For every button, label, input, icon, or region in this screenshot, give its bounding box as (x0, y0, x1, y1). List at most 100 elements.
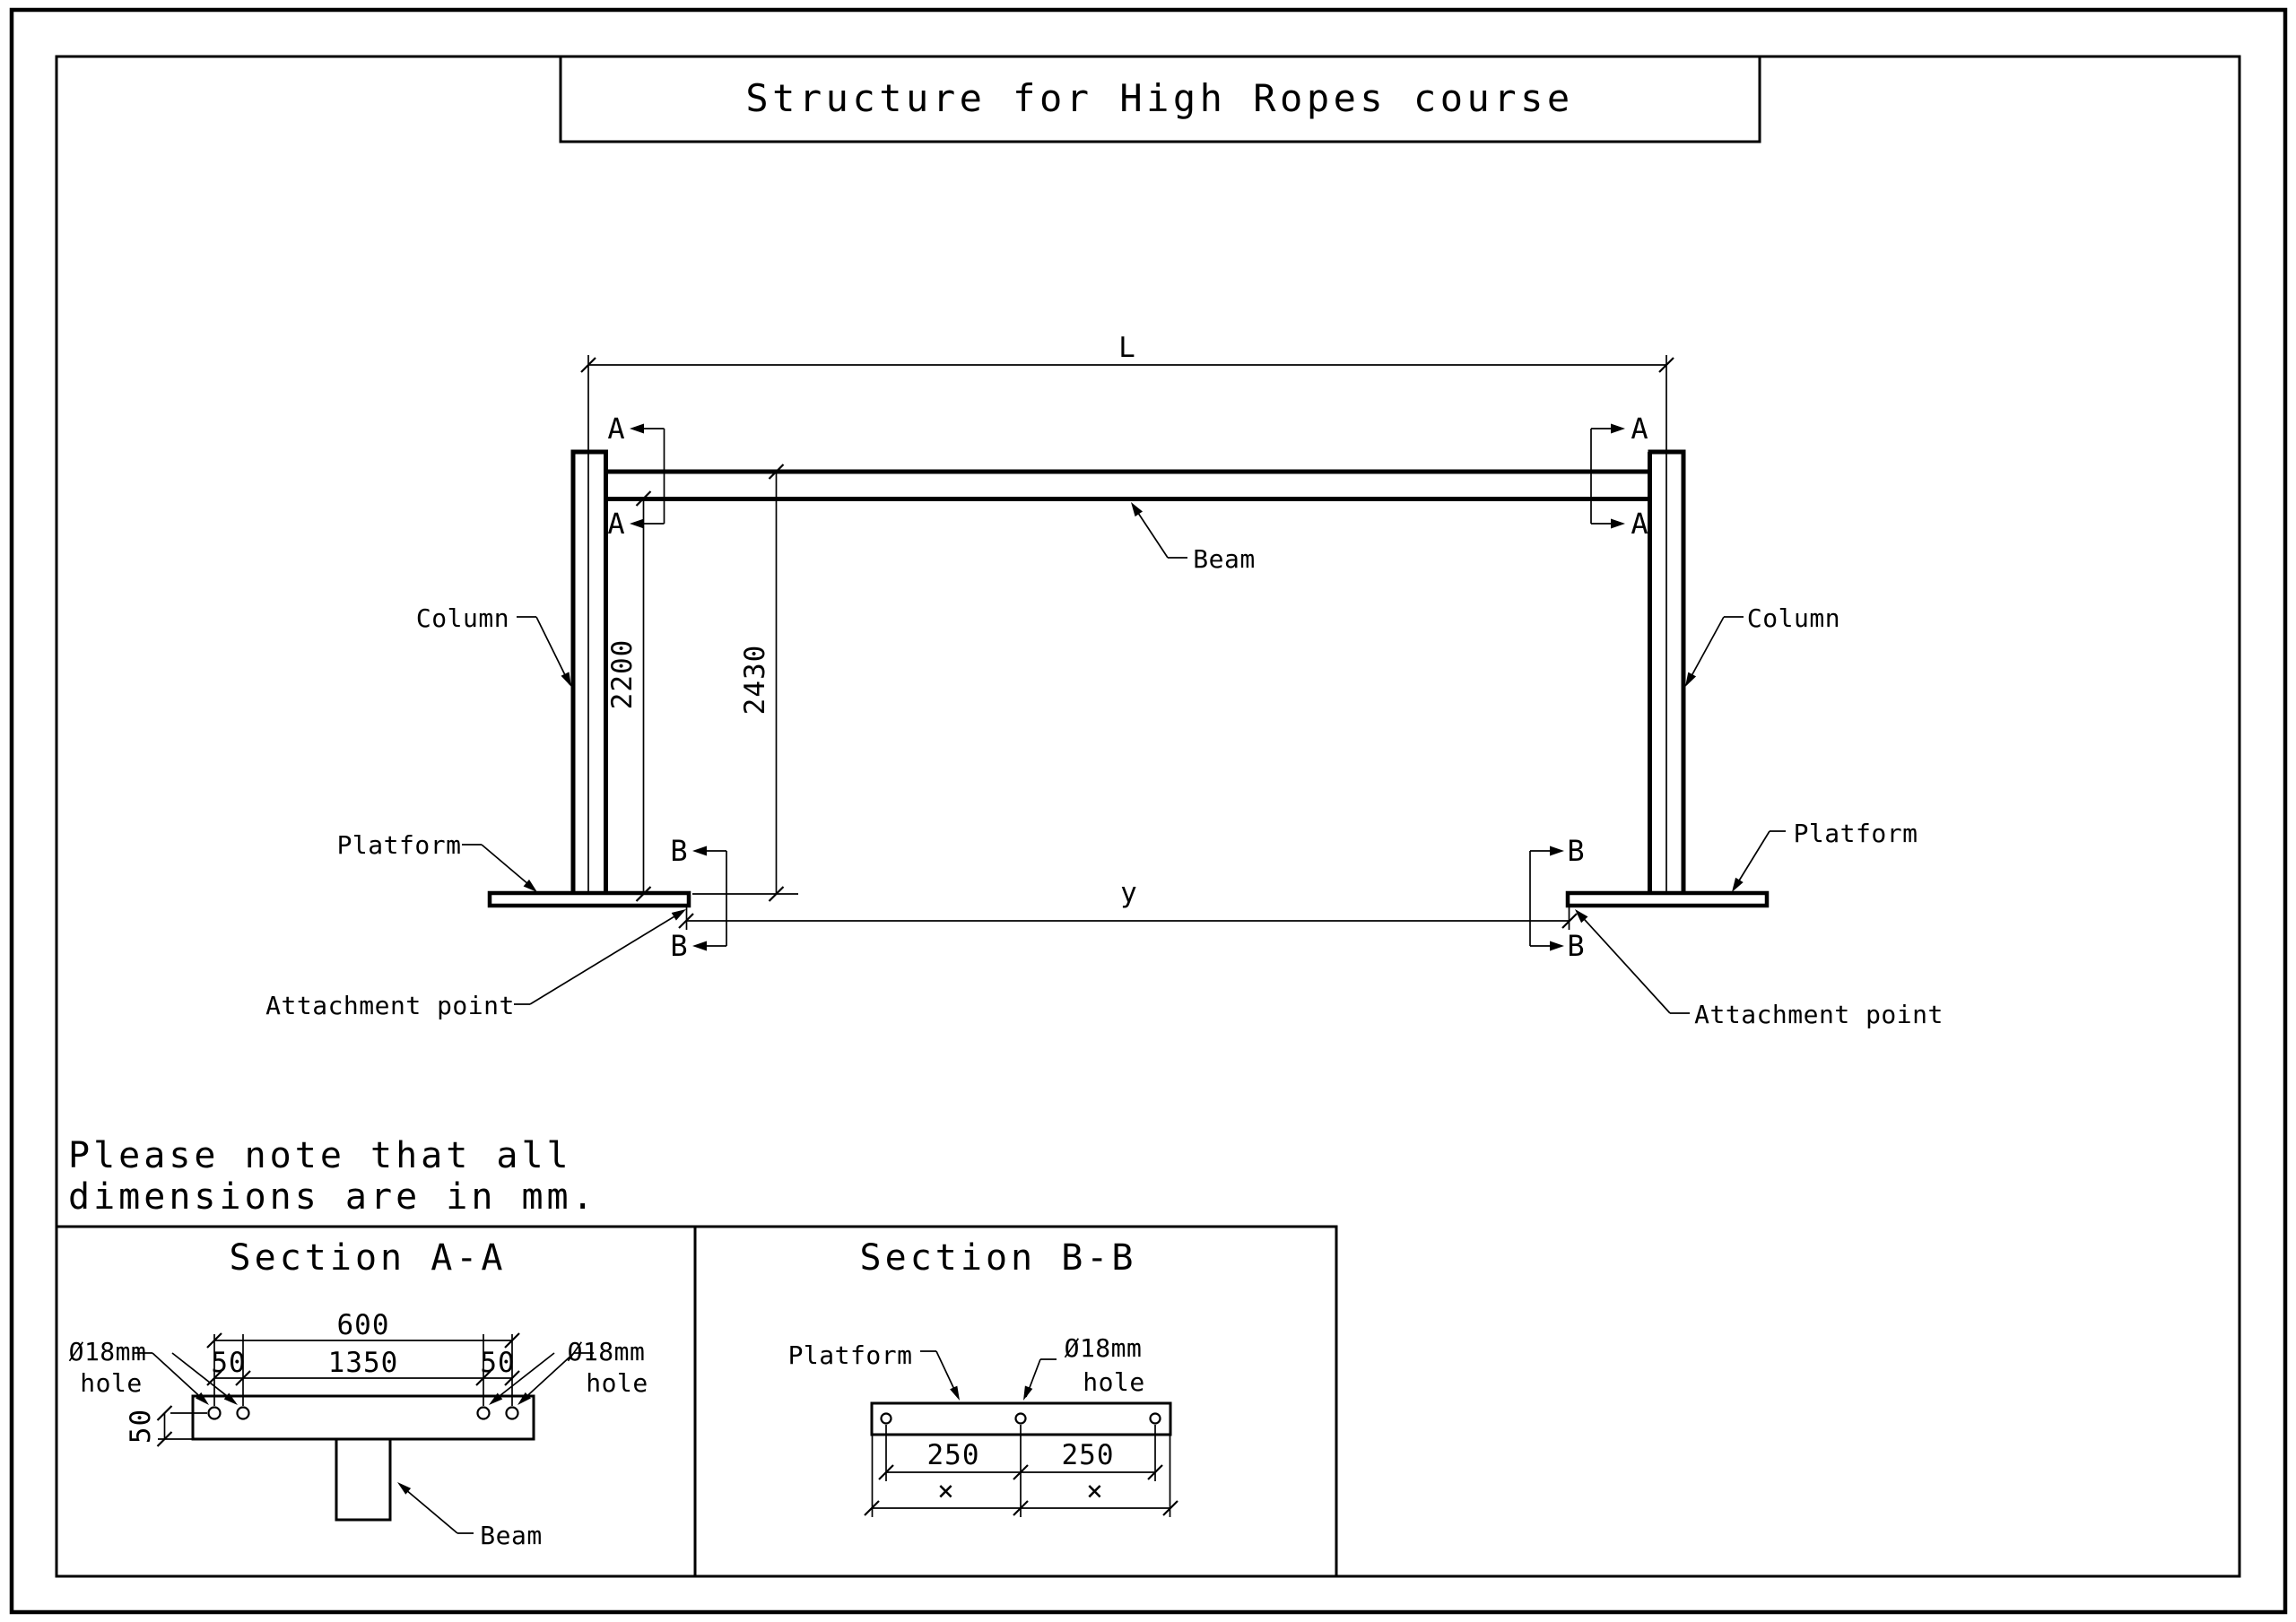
tick-mark (235, 1370, 251, 1386)
leader-line (481, 844, 535, 890)
marker-b: B (670, 929, 687, 963)
dim-text-50-left: 50 (211, 1347, 246, 1379)
dimension-note: Please note that all dimensions are in m… (68, 1135, 597, 1218)
outer-border (9, 7, 2288, 1615)
leader-line (171, 1352, 236, 1403)
tick-mark (504, 1370, 520, 1386)
leader-line (1733, 830, 1770, 890)
dim-text-250-left: 250 (927, 1439, 980, 1471)
marker-a: A (607, 412, 624, 446)
cut-arrow-right-icon (1550, 846, 1564, 856)
tick-mark (768, 464, 785, 480)
label-platform-right: Platform (1794, 819, 1918, 848)
cut-arrow-left-icon (630, 423, 644, 434)
tick-mark (678, 913, 694, 929)
label-attachment-right: Attachment point (1694, 1000, 1944, 1029)
tick-mark (768, 886, 785, 902)
tick-mark (156, 1431, 173, 1447)
leader-arrow-icon (517, 1392, 531, 1405)
tick-mark (1013, 1464, 1029, 1480)
label-hole-left-line1: Ø18mm (69, 1337, 147, 1366)
leader-arrow-icon (1023, 1385, 1033, 1401)
tick-mark (206, 1332, 222, 1349)
leader-arrow-icon (223, 1392, 238, 1405)
dim-text-1350: 1350 (328, 1347, 399, 1379)
cut-arrow-right-icon (1611, 423, 1625, 434)
section-cut-markers-a: A A A A (607, 412, 1648, 541)
leader-arrow-icon (1131, 502, 1143, 517)
dim-text-y: y (1120, 877, 1138, 909)
label-column-right: Column (1747, 603, 1840, 633)
section-bb: Section B-B Platform Ø18mm hole (693, 1225, 1338, 1578)
section-aa-title: Section A-A (230, 1237, 507, 1279)
leader-line (491, 1352, 555, 1403)
tick-mark (635, 886, 652, 902)
leader-arrow-icon (489, 1392, 503, 1405)
label-platform-left: Platform (337, 830, 462, 860)
dim-text-50-vertical: 50 (125, 1409, 157, 1444)
bolt-hole (1014, 1412, 1027, 1425)
leader-line (529, 910, 684, 1005)
marker-b: B (1567, 929, 1584, 963)
tick-mark (1013, 1500, 1029, 1516)
label-platform-bb: Platform (788, 1340, 913, 1370)
leader-line (399, 1484, 458, 1534)
leader-arrow-icon (671, 909, 686, 921)
tick-mark (475, 1370, 491, 1386)
leader-arrow-icon (397, 1482, 412, 1495)
bolt-hole (1149, 1412, 1161, 1425)
leader-arrow-icon (1575, 909, 1588, 924)
label-beam-aa: Beam (480, 1521, 542, 1550)
label-hole-bb-line2: hole (1083, 1367, 1144, 1397)
label-hole-bb-line1: Ø18mm (1065, 1333, 1143, 1363)
leader-arrow-icon (950, 1385, 960, 1401)
leader-line (1576, 910, 1671, 1014)
leader-line (519, 1352, 575, 1403)
tick-mark (878, 1464, 894, 1480)
leader-arrow-icon (561, 672, 571, 687)
tick-mark (1561, 913, 1578, 929)
marker-a: A (1631, 507, 1648, 541)
tick-mark (1658, 357, 1674, 373)
bolt-hole (236, 1406, 250, 1420)
label-column-left: Column (416, 603, 509, 633)
leader-line (152, 1352, 207, 1403)
right-platform (1565, 890, 1770, 908)
bolt-hole (476, 1406, 491, 1420)
tick-mark (1162, 1500, 1178, 1516)
cut-arrow-right-icon (1611, 518, 1625, 529)
dim-text-x-left: × (937, 1475, 955, 1507)
label-beam: Beam (1193, 544, 1255, 574)
leader-arrow-icon (196, 1392, 209, 1405)
dim-text-50-right: 50 (480, 1347, 515, 1379)
dim-text-x-right: × (1086, 1475, 1104, 1507)
cut-arrow-left-icon (692, 846, 707, 856)
tick-mark (156, 1405, 173, 1421)
drawing-title: Structure for High Ropes course (745, 76, 1573, 120)
leader-arrow-icon (1732, 877, 1744, 892)
cut-arrow-left-icon (630, 518, 644, 529)
tick-mark (635, 490, 652, 507)
tick-mark (580, 357, 596, 373)
bolt-hole (207, 1406, 222, 1420)
section-cut-markers-b: B B B B (670, 834, 1584, 963)
note-line-2: dimensions are in mm. (68, 1176, 597, 1218)
title-box (559, 55, 1761, 143)
section-aa: Section A-A 600 1350 (55, 1225, 697, 1578)
leader-line (1686, 616, 1725, 685)
note-line-1: Please note that all (68, 1135, 572, 1176)
tick-mark (504, 1332, 520, 1349)
bolt-hole (880, 1412, 892, 1425)
dim-text-600: 600 (337, 1309, 390, 1341)
main-view-labels: Column Column Platform Platform Attachme… (265, 502, 1944, 1029)
marker-b: B (670, 834, 687, 868)
dim-text-2200: 2200 (606, 639, 639, 710)
dim-ticks-bb (864, 1464, 1178, 1516)
dim-text-L: L (1118, 332, 1136, 364)
bolt-hole (505, 1406, 519, 1420)
leader-line (535, 616, 570, 685)
dim-ticks-main (580, 357, 1674, 929)
cut-arrow-left-icon (692, 941, 707, 951)
